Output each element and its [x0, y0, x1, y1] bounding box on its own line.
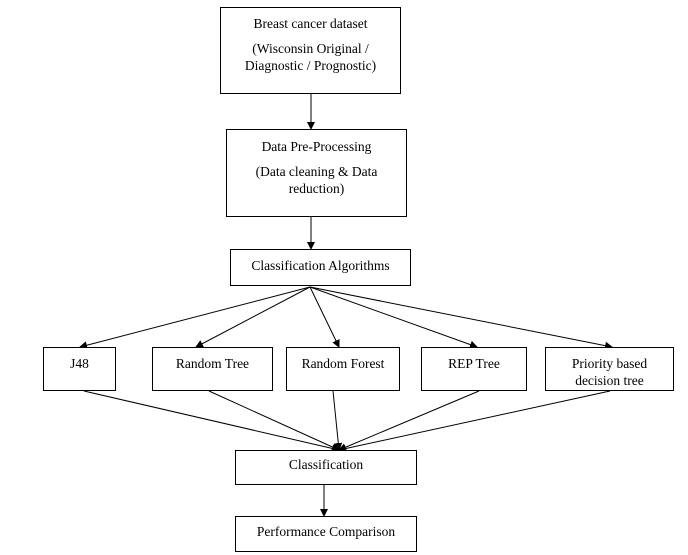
node-random-tree: Random Tree — [152, 347, 273, 391]
arrow-algorithms-to-j48 — [79, 286, 311, 350]
arrow-j48-to-classification — [83, 390, 340, 453]
arrow-priority-tree-to-classification — [338, 390, 611, 453]
node-title: Classification — [288, 457, 364, 472]
node-subtitle-line-2: Diagnostic / Prognostic) — [244, 58, 377, 73]
node-breast-cancer-dataset: Breast cancer dataset (Wisconsin Origina… — [220, 7, 401, 94]
arrow-random-forest-to-classification — [332, 390, 343, 451]
node-subtitle-line-2: reduction) — [288, 181, 345, 196]
node-performance-comparison: Performance Comparison — [235, 516, 417, 552]
node-title: Classification Algorithms — [251, 258, 390, 273]
node-title: J48 — [70, 356, 89, 371]
node-title: REP Tree — [448, 356, 500, 371]
arrow-rep-tree-to-classification — [338, 390, 480, 451]
node-title: Data Pre-Processing — [261, 139, 372, 154]
arrow-algorithms-to-priority-tree — [309, 286, 613, 350]
node-title: Breast cancer dataset — [253, 16, 368, 31]
node-subtitle-line-1: (Data cleaning & Data — [255, 164, 378, 179]
node-title: Random Tree — [175, 356, 250, 371]
node-data-pre-processing: Data Pre-Processing (Data cleaning & Dat… — [226, 129, 407, 217]
node-title: Performance Comparison — [256, 524, 396, 539]
node-subtitle-line-1: (Wisconsin Original / — [252, 41, 369, 56]
arrow-algorithms-to-rep-tree — [309, 286, 478, 349]
node-priority-based-decision-tree: Priority based decision tree — [545, 347, 674, 391]
arrow-random-tree-to-classification — [208, 390, 340, 451]
node-j48: J48 — [43, 347, 116, 391]
arrow-algorithms-to-random-forest — [309, 286, 340, 348]
node-random-forest: Random Forest — [286, 347, 400, 391]
arrow-algorithms-to-random-tree — [195, 286, 311, 348]
node-rep-tree: REP Tree — [421, 347, 527, 391]
node-classification: Classification — [235, 450, 417, 485]
node-classification-algorithms: Classification Algorithms — [230, 249, 411, 286]
node-title-line-2: decision tree — [575, 373, 644, 388]
node-title: Random Forest — [301, 356, 385, 371]
node-title-line-1: Priority based — [571, 356, 648, 371]
